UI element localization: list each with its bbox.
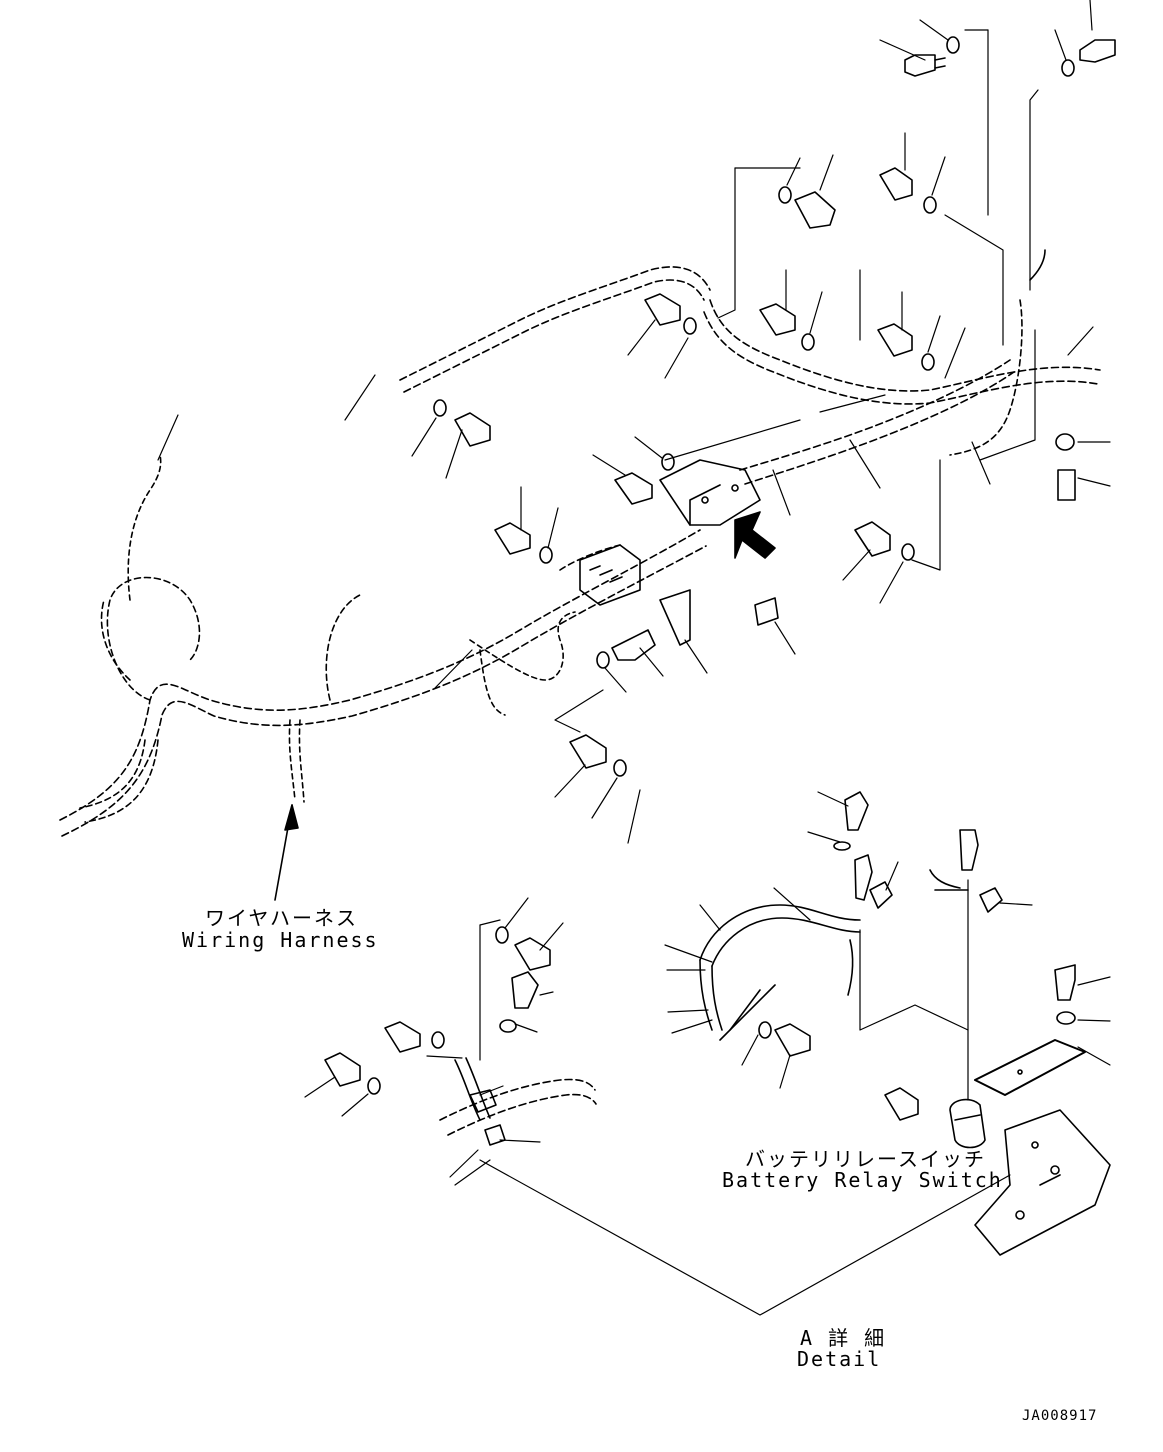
view-direction-arrow — [734, 511, 776, 559]
wiring-harness-arrow — [274, 804, 299, 901]
detail-a-label-en: Detail — [797, 1347, 882, 1371]
detail-a-components — [439, 869, 1111, 1256]
drawing-number: JA008917 — [1022, 1408, 1098, 1424]
leader-lines — [157, 0, 1111, 1186]
main-wiring-harness — [59, 249, 1101, 837]
detail-a-label-jp: A 詳 細 — [800, 1326, 887, 1350]
bolts-and-washers — [324, 36, 1116, 1121]
battery-relay-switch-label-en: Battery Relay Switch — [722, 1168, 1003, 1192]
battery-relay-switch-label-jp: バッテリリレースイッチ — [745, 1147, 986, 1171]
detail-frame-lines — [479, 29, 1039, 1316]
wiring-harness-label-en: Wiring Harness — [182, 928, 379, 952]
wiring-harness-label-jp: ワイヤハーネス — [205, 906, 358, 930]
central-bracket — [579, 459, 779, 646]
